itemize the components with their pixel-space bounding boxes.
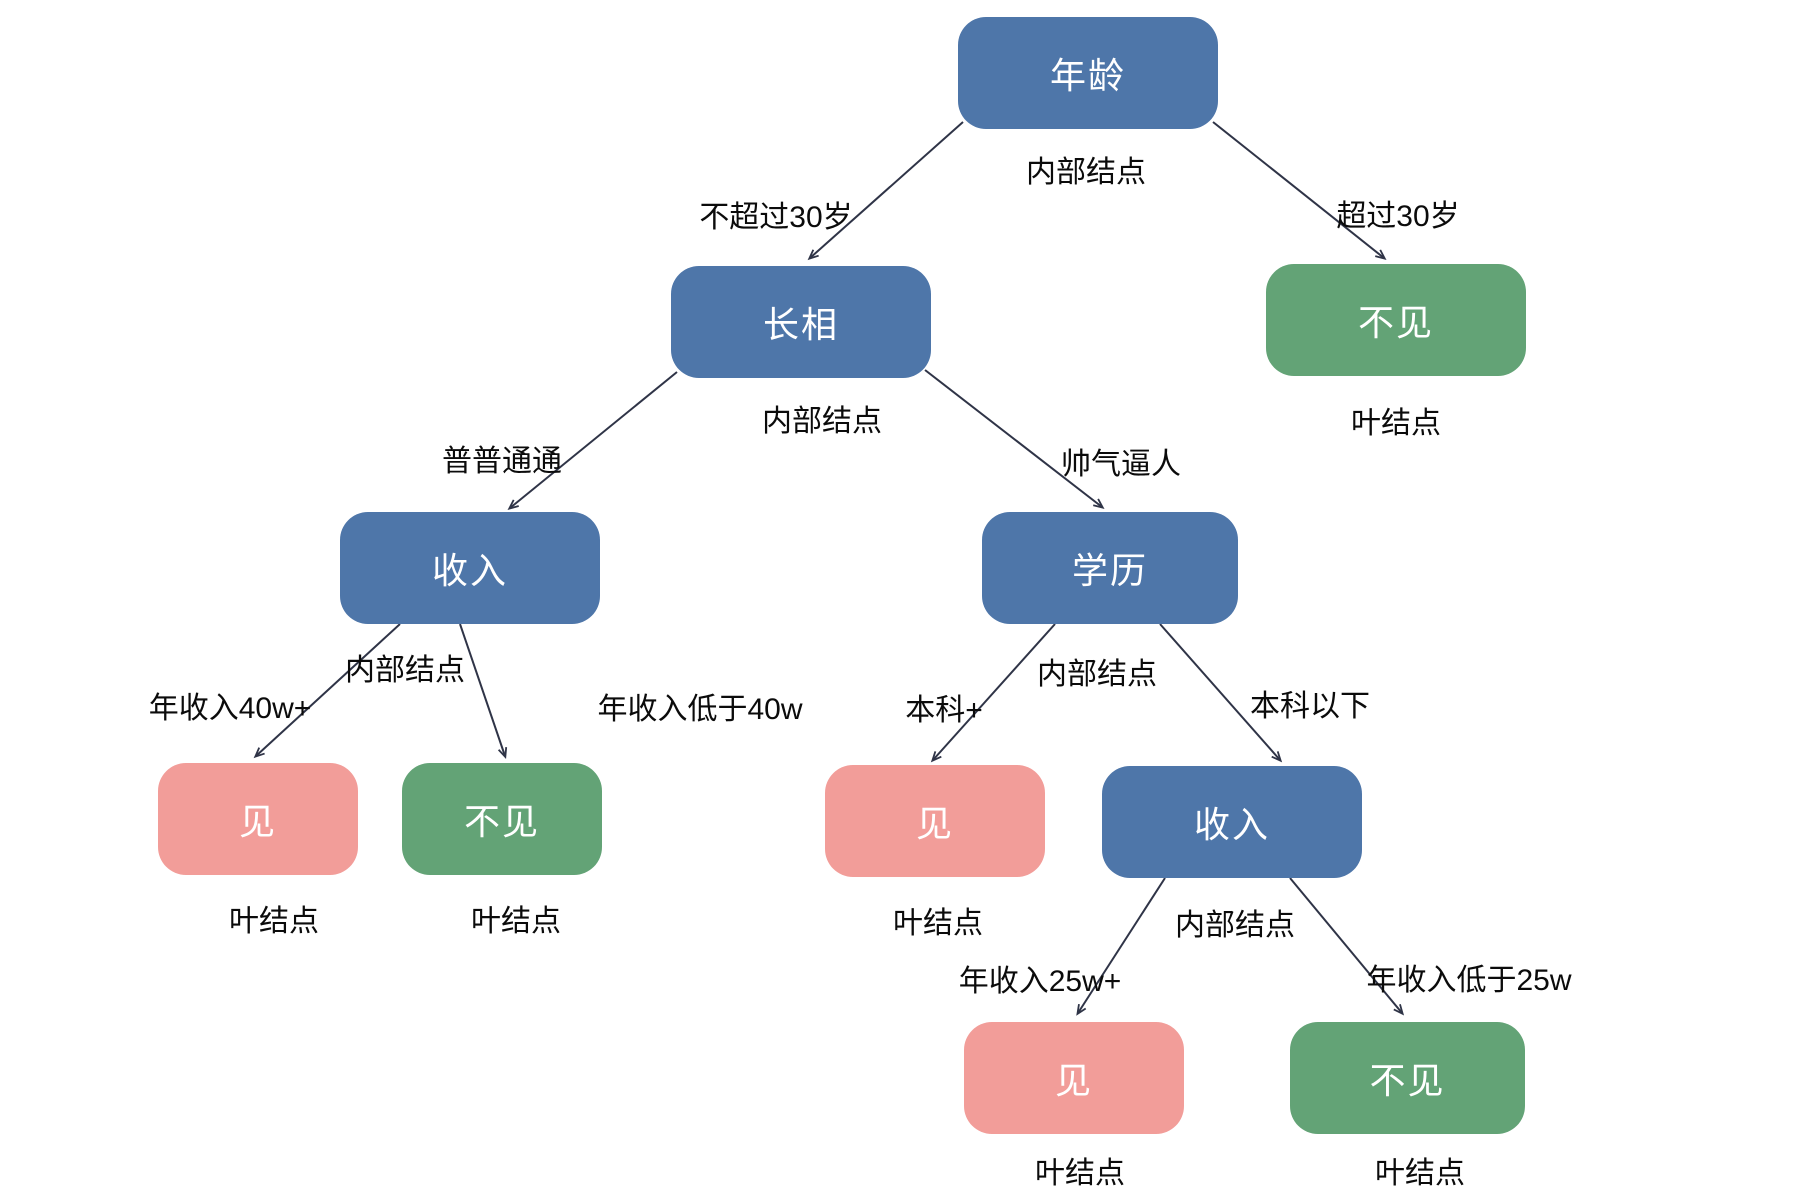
edge-line-age-no-meet [1212, 121, 1387, 261]
edge-label-looks-income: 普普通通 [442, 445, 562, 478]
edge-label-education-meet: 本科+ [905, 694, 983, 727]
type-label-no-meet-40w: 叶结点 [471, 905, 561, 938]
node-looks-label: 长相 [762, 304, 839, 345]
type-label-education: 内部结点 [1037, 658, 1157, 691]
edge-label-education-income: 本科以下 [1250, 690, 1370, 723]
node-looks: 长相 [671, 266, 931, 378]
edge-line-age-looks [807, 121, 964, 261]
node-education-label: 学历 [1071, 550, 1148, 591]
type-label-no-meet-top: 叶结点 [1351, 407, 1441, 440]
node-no-meet-top: 不见 [1266, 264, 1526, 376]
edge-label-income-no-meet: 年收入低于40w [597, 693, 803, 726]
node-age: 年龄 [958, 17, 1218, 129]
node-no-meet-top-label: 不见 [1357, 302, 1434, 343]
edge-label-looks-education: 帅气逼人 [1061, 448, 1181, 481]
type-label-age: 内部结点 [1026, 156, 1146, 189]
type-label-looks: 内部结点 [762, 405, 882, 438]
node-meet-25w-label: 见 [1054, 1060, 1093, 1101]
type-label-meet-40w: 叶结点 [229, 905, 319, 938]
edge-line-income-no-meet [459, 623, 508, 760]
node-meet-40w-label: 见 [238, 801, 277, 842]
node-income-left: 收入 [340, 512, 600, 624]
edge-label-income2-no-meet: 年收入低于25w [1366, 964, 1572, 997]
node-no-meet-25w-label: 不见 [1369, 1060, 1446, 1101]
type-label-no-meet-25w: 叶结点 [1375, 1157, 1465, 1190]
node-income-left-label: 收入 [431, 550, 508, 591]
edge-label-age-no-meet: 超过30岁 [1336, 200, 1460, 233]
type-label-income-left: 内部结点 [345, 654, 465, 687]
node-meet-40w: 见 [158, 763, 358, 875]
type-label-income-right: 内部结点 [1175, 909, 1295, 942]
node-meet-25w: 见 [964, 1022, 1184, 1134]
node-meet-bachelor-label: 见 [915, 803, 954, 844]
node-no-meet-40w: 不见 [402, 763, 602, 875]
node-no-meet-25w: 不见 [1290, 1022, 1525, 1134]
node-age-label: 年龄 [1049, 55, 1126, 96]
edge-label-age-looks: 不超过30岁 [699, 201, 853, 234]
node-meet-bachelor: 见 [825, 765, 1045, 877]
node-income-right: 收入 [1102, 766, 1362, 878]
node-no-meet-40w-label: 不见 [463, 801, 540, 842]
edge-label-income-meet: 年收入40w+ [148, 692, 312, 725]
node-education: 学历 [982, 512, 1238, 624]
node-income-right-label: 收入 [1193, 804, 1270, 845]
type-label-meet-bachelor: 叶结点 [893, 907, 983, 940]
edge-label-income2-meet: 年收入25w+ [958, 965, 1122, 998]
type-label-meet-25w: 叶结点 [1035, 1157, 1125, 1190]
